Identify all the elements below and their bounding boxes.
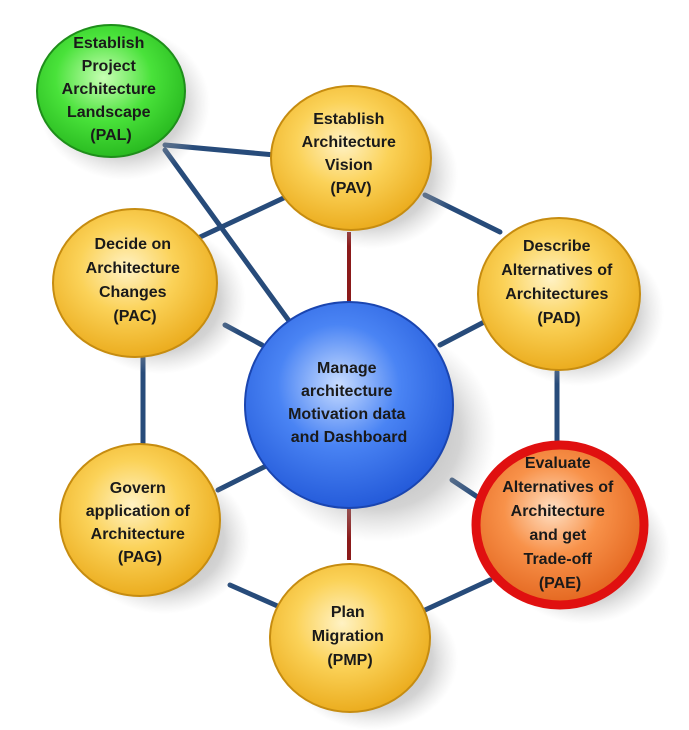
connector-pac-pav bbox=[195, 192, 293, 241]
node-pav-circle bbox=[270, 85, 432, 231]
node-pae[interactable]: Evaluate Alternatives of Architecture an… bbox=[471, 440, 649, 610]
node-pal[interactable]: Establish Project Architecture Landscape… bbox=[36, 24, 186, 158]
node-pad-circle bbox=[477, 217, 641, 371]
connector-pag-pmp bbox=[227, 582, 285, 611]
node-pac-label: Decide on Architecture Changes (PAC) bbox=[86, 236, 185, 325]
node-pag-circle bbox=[59, 443, 221, 597]
node-center[interactable]: Manage architecture Motivation data and … bbox=[244, 301, 454, 509]
connector-pad-center bbox=[437, 317, 491, 348]
node-pae-highlight-ring bbox=[471, 440, 649, 610]
connector-center-pag bbox=[215, 462, 271, 493]
connector-pal-center bbox=[162, 147, 295, 328]
node-pag-label: Govern application of Architecture (PAG) bbox=[86, 480, 194, 566]
node-center-label: Manage architecture Motivation data and … bbox=[288, 360, 410, 446]
node-pac[interactable]: Decide on Architecture Changes (PAC) bbox=[52, 208, 218, 358]
node-pmp-circle bbox=[269, 563, 431, 713]
node-pal-circle bbox=[36, 24, 186, 158]
node-pae-circle bbox=[479, 448, 641, 602]
node-pag[interactable]: Govern application of Architecture (PAG) bbox=[59, 443, 221, 597]
node-pac-circle bbox=[52, 208, 218, 358]
node-pal-label: Establish Project Architecture Landscape… bbox=[62, 35, 161, 144]
connector-pmp-pae bbox=[422, 577, 493, 613]
node-pav-label: Establish Architecture Vision (PAV) bbox=[302, 111, 401, 197]
node-center-circle bbox=[244, 301, 454, 509]
node-pad-label: Describe Alternatives of Architectures (… bbox=[501, 238, 617, 327]
node-pmp-label: Plan Migration (PMP) bbox=[312, 604, 388, 669]
node-pav[interactable]: Establish Architecture Vision (PAV) bbox=[270, 85, 432, 231]
node-pmp[interactable]: Plan Migration (PMP) bbox=[269, 563, 431, 713]
node-pae-label: Evaluate Alternatives of Architecture an… bbox=[502, 455, 618, 592]
node-pad[interactable]: Describe Alternatives of Architectures (… bbox=[477, 217, 641, 371]
